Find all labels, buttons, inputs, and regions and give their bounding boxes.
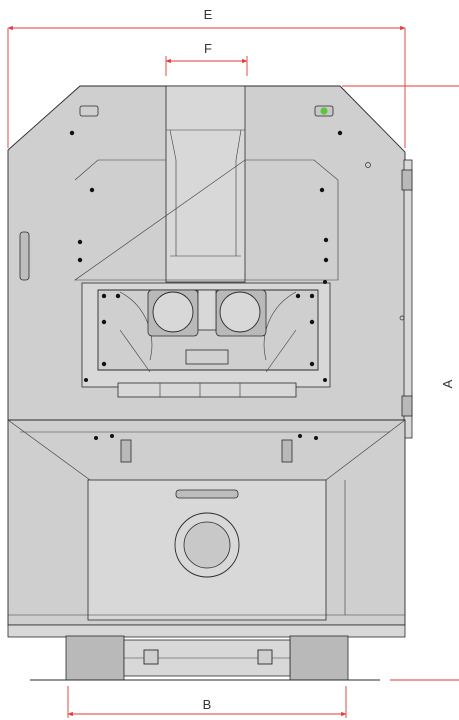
green-indicator-light	[320, 107, 328, 115]
access-door-handle	[175, 489, 239, 499]
left-handle	[19, 231, 30, 281]
dimension-label-b: B	[203, 697, 212, 712]
dimension-f	[165, 56, 248, 76]
crusher-bottom-plate	[117, 382, 297, 398]
dimension-label-e: E	[204, 7, 213, 22]
center-nameplate	[185, 349, 229, 365]
dimension-label-a: A	[440, 379, 455, 388]
dimension-e	[7, 25, 406, 148]
right-clamp	[281, 439, 293, 463]
right-hinge-bottom	[401, 395, 413, 417]
left-foot	[65, 635, 125, 681]
upper-inner-panel	[74, 159, 339, 281]
feed-chute	[165, 85, 246, 283]
left-clamp	[120, 439, 132, 463]
left-roller-bearing	[152, 291, 194, 333]
right-foot	[289, 635, 349, 681]
base-frame	[7, 624, 406, 681]
left-latch	[79, 105, 99, 117]
inspection-port	[183, 521, 231, 569]
crusher-frame	[81, 280, 331, 398]
dimension-b	[67, 686, 347, 718]
dimension-label-f: F	[204, 41, 212, 56]
right-roller-bearing	[219, 291, 261, 333]
right-hinge-top	[401, 169, 413, 191]
base-plate	[7, 624, 406, 638]
lower-section	[7, 419, 406, 626]
dimension-a	[342, 85, 459, 681]
right-side-panel	[403, 159, 413, 439]
